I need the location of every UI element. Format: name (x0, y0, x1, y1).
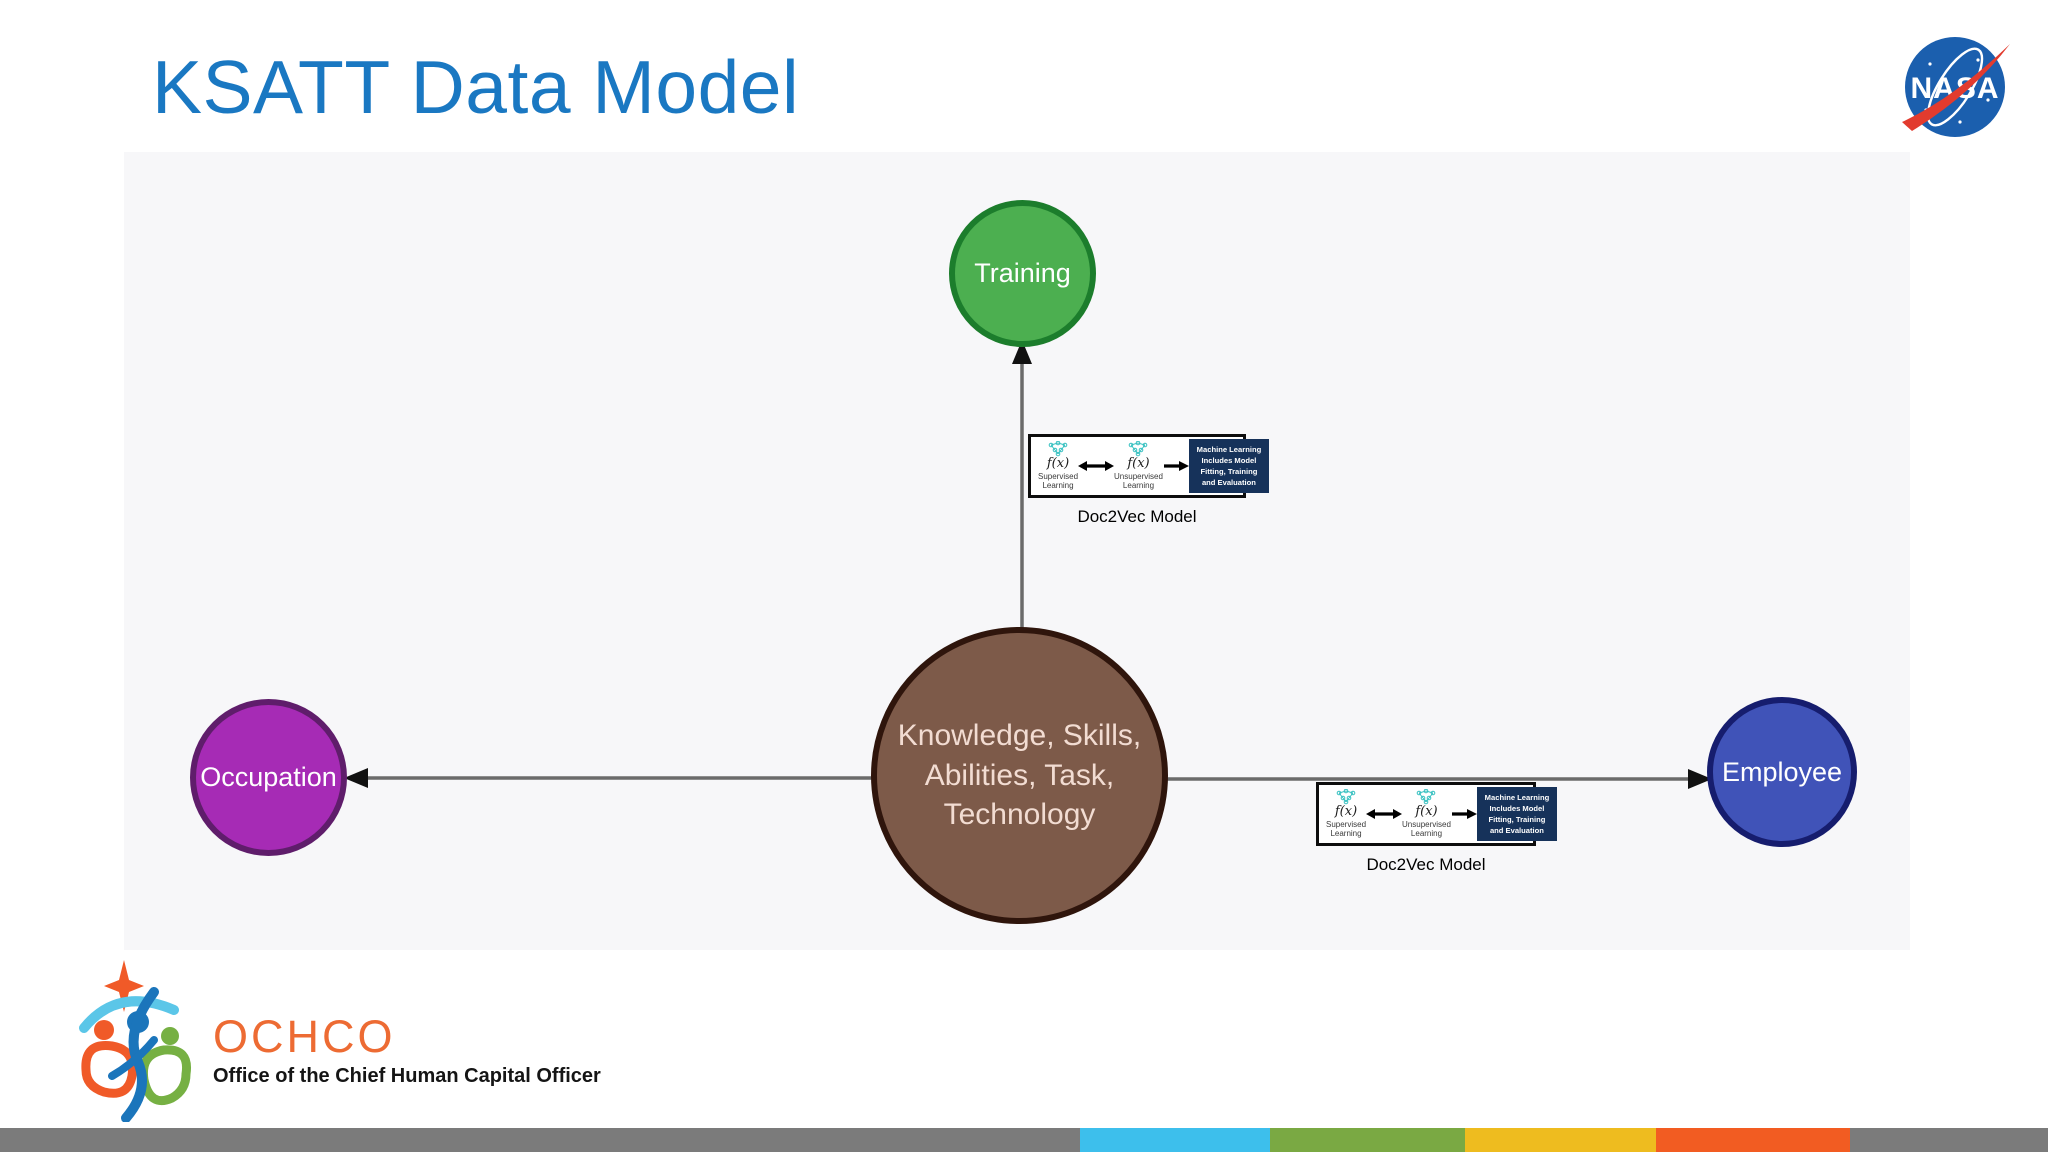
ochco-text-block: OCHCO Office of the Chief Human Capital … (213, 1014, 601, 1088)
nasa-swoosh (1902, 44, 2010, 131)
doc2vec-image: f(x) Supervised Learning f(x) Unsupervis… (1316, 782, 1557, 846)
bar-segment-gray (0, 1128, 1080, 1152)
neural-network-icon (1129, 441, 1148, 457)
neural-network-icon (1417, 789, 1436, 805)
bar-segment-yellow (1465, 1128, 1656, 1152)
neural-network-icon (1048, 441, 1068, 457)
node-employee: Employee (1707, 697, 1857, 847)
bar-segment-orange (1656, 1128, 1850, 1152)
nasa-orbit (1926, 47, 1984, 127)
bar-segment-cyan (1080, 1128, 1270, 1152)
supervised-label: Supervised Learning (1326, 820, 1367, 839)
right-arrow-icon (1451, 809, 1477, 819)
fx-math: f(x) (1046, 456, 1070, 472)
doc2vec-caption: Doc2Vec Model (1366, 855, 1486, 874)
node-training: Training (949, 200, 1096, 347)
unsupervised-label: Unsupervised Learning (1402, 820, 1451, 839)
doc2vec-image: f(x) Supervised Learning f(x) Unsupervis… (1028, 434, 1269, 498)
right-arrow-icon (1163, 461, 1189, 471)
fx-math: f(x) (1415, 804, 1438, 820)
doc2vec-figure-training: f(x) Supervised Learning f(x) Unsupervis… (1028, 434, 1269, 527)
bar-segment-green (1270, 1128, 1465, 1152)
supervised-learning-group: f(x) Supervised Learning (1038, 441, 1078, 490)
machine-learning-box: Machine Learning Includes Model Fitting,… (1476, 787, 1557, 841)
page-title: KSATT Data Model (152, 45, 800, 129)
supervised-learning-group: f(x) Supervised Learning (1326, 789, 1366, 838)
unsupervised-label: Unsupervised Learning (1114, 472, 1163, 491)
fx-math: f(x) (1334, 804, 1358, 820)
nasa-logo: NASA (1902, 37, 2010, 137)
unsupervised-learning-group: f(x) Unsupervised Learning (1114, 441, 1163, 490)
footer-color-bar (0, 1128, 2048, 1152)
ochco-wordmark: OCHCO (213, 1011, 396, 1062)
double-arrow-icon (1078, 461, 1115, 471)
bar-segment-gray-right (1850, 1128, 2048, 1152)
ochco-logo-icon (79, 960, 192, 1122)
neural-network-icon (1336, 789, 1356, 805)
unsupervised-learning-group: f(x) Unsupervised Learning (1402, 789, 1451, 838)
ochco-star (104, 960, 144, 1012)
ochco-subtitle: Office of the Chief Human Capital Office… (213, 1065, 601, 1087)
doc2vec-figure-employee: f(x) Supervised Learning f(x) Unsupervis… (1316, 782, 1557, 875)
supervised-label: Supervised Learning (1038, 472, 1079, 491)
double-arrow-icon (1366, 809, 1403, 819)
node-center-ksatt: Knowledge, Skills, Abilities, Task, Tech… (871, 627, 1168, 924)
doc2vec-caption: Doc2Vec Model (1077, 507, 1197, 526)
machine-learning-box: Machine Learning Includes Model Fitting,… (1188, 439, 1269, 493)
node-occupation: Occupation (190, 699, 347, 856)
fx-math: f(x) (1127, 456, 1150, 472)
